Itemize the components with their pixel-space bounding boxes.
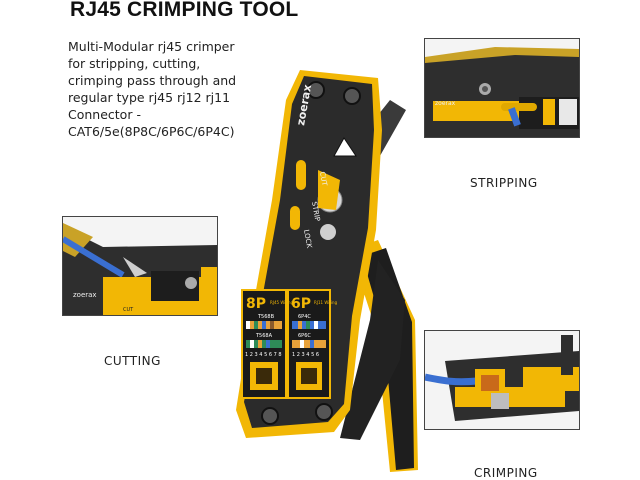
crimping-tool-image: zoerax CUT STRIP LOCK 8P 6P RJ45 Wiring … bbox=[236, 70, 418, 472]
t568a-label: T568A bbox=[255, 333, 273, 339]
cutting-inset: zoerax CUT bbox=[62, 216, 218, 316]
tool-label-cut: CUT bbox=[318, 171, 328, 187]
description-line: for stripping, cutting, bbox=[68, 56, 201, 71]
stripping-brand: zoerax bbox=[435, 100, 456, 107]
product-description: Multi-Modular rj45 crimper for stripping… bbox=[68, 38, 288, 140]
description-line: regular type rj45 rj12 rj11 bbox=[68, 90, 231, 105]
tool-label-lock: LOCK bbox=[302, 229, 313, 249]
crimping-inset bbox=[424, 330, 580, 430]
cutting-label-cut: CUT bbox=[123, 307, 134, 313]
wiring-color-stripes bbox=[246, 321, 326, 348]
pins-6-label: 1 2 3 4 5 6 bbox=[292, 352, 319, 358]
cutting-closeup-image: zoerax CUT bbox=[63, 217, 217, 315]
stripping-inset: zoerax bbox=[424, 38, 580, 138]
rj45-wiring-label: RJ45 Wiring bbox=[270, 300, 294, 305]
page-title: RJ45 CRIMPING TOOL bbox=[70, 0, 299, 21]
port-6p-label: 6P bbox=[291, 296, 311, 312]
cutting-brand: zoerax bbox=[73, 291, 97, 299]
p6c2-label: 6P6C bbox=[298, 333, 311, 339]
description-line: Multi-Modular rj45 crimper bbox=[68, 39, 235, 54]
crimping-caption: CRIMPING bbox=[474, 466, 538, 480]
pins-8-label: 1 2 3 4 5 6 7 8 bbox=[245, 352, 282, 358]
t568b-label: T568B bbox=[257, 314, 275, 320]
p6c-label: 6P4C bbox=[298, 314, 311, 320]
crimping-closeup-image bbox=[425, 331, 579, 429]
description-line: CAT6/5e(8P8C/6P6C/6P4C) bbox=[68, 124, 235, 139]
description-line: Connector - bbox=[68, 107, 141, 122]
rj11-wiring-label: RJ11 Wiring bbox=[314, 300, 338, 305]
stripping-caption: STRIPPING bbox=[470, 176, 538, 190]
port-8p-label: 8P bbox=[246, 296, 266, 312]
description-line: crimping pass through and bbox=[68, 73, 237, 88]
tool-label-strip: STRIP bbox=[310, 201, 321, 222]
stripping-closeup-image: zoerax bbox=[425, 39, 579, 137]
cutting-caption: CUTTING bbox=[104, 354, 161, 368]
